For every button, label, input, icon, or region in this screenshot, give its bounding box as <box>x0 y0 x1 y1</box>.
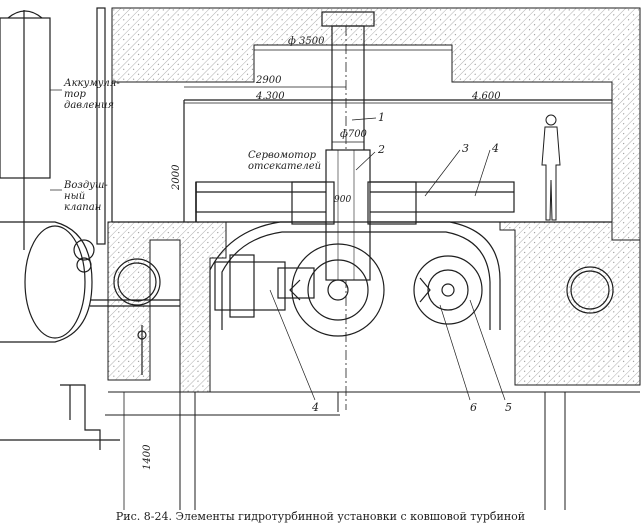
callout-3: 3 <box>462 142 469 155</box>
dim-diameter-3500: ф 3500 <box>288 36 325 47</box>
leader-lines <box>50 89 506 401</box>
left-equipment <box>0 7 180 450</box>
spiral-pipes <box>113 258 614 314</box>
callout-2: 2 <box>378 143 385 156</box>
callout-4-upper: 4 <box>492 142 499 155</box>
dim-height-2000: 2000 <box>171 164 182 190</box>
dim-height-1400: 1400 <box>142 444 153 470</box>
figure-caption: Рис. 8-24. Элементы гидротурбинной устан… <box>115 510 526 523</box>
callout-4-lower: 4 <box>312 401 319 414</box>
dim-4300: 4.300 <box>256 91 285 102</box>
human-figure <box>541 114 561 221</box>
note-servomotor: Сервомотор отсекателей <box>248 150 322 172</box>
dimension-lines <box>123 49 612 510</box>
foundation-lines <box>105 391 640 510</box>
runner-assembly <box>209 181 501 337</box>
dim-2900: 2900 <box>256 75 282 86</box>
note-air-valve: Воздуш- ный клапан <box>64 180 108 213</box>
main-shaft <box>321 11 375 410</box>
callout-6: 6 <box>470 401 477 414</box>
callout-1: 1 <box>378 111 385 124</box>
note-pressure-accumulator: Аккумуля- тор давления <box>64 78 120 111</box>
dim-diameter-700: ф700 <box>340 129 367 140</box>
concrete-mass <box>107 7 641 393</box>
callout-5: 5 <box>505 401 512 414</box>
dim-900: 900 <box>334 195 352 205</box>
dim-4600: 4.600 <box>472 91 501 102</box>
